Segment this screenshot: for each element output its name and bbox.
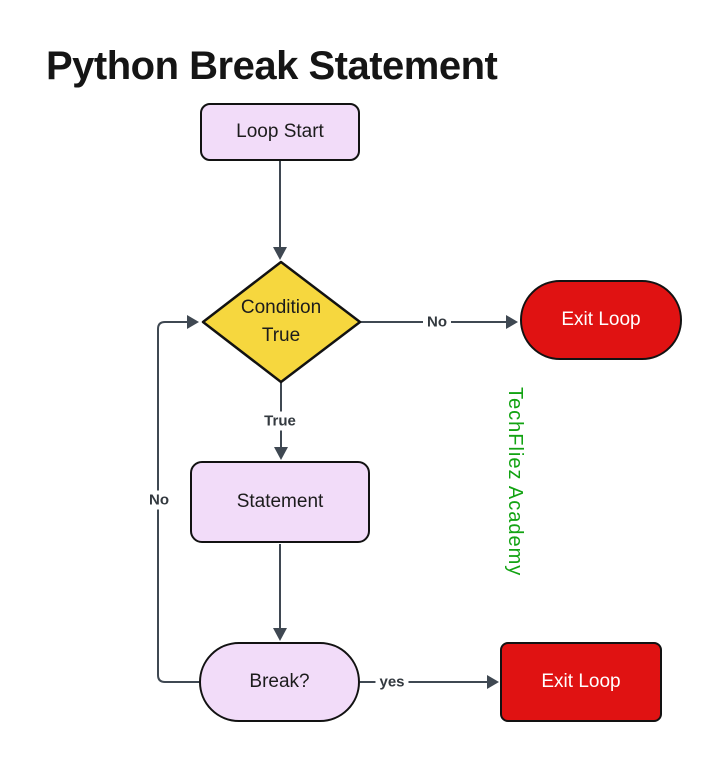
node-exit-loop-bottom-label: Exit Loop xyxy=(541,671,621,692)
node-statement: Statement xyxy=(190,461,370,543)
node-loop-start-label: Loop Start xyxy=(236,121,324,142)
arrowhead-into-exit-top xyxy=(506,315,518,329)
edge-label-true: True xyxy=(260,411,300,431)
edge-label-no-loopback: No xyxy=(145,490,173,510)
arrowhead-into-condition-left xyxy=(187,315,199,329)
watermark-text: TechFliez Academy xyxy=(504,387,526,577)
arrowhead-into-statement xyxy=(274,447,288,460)
condition-diamond-shape xyxy=(201,260,362,384)
arrowhead-into-break xyxy=(273,628,287,641)
edge-label-no-top: No xyxy=(423,312,451,332)
node-break-check: Break? xyxy=(199,642,360,722)
page-title: Python Break Statement xyxy=(46,44,498,88)
arrowhead-into-condition-top xyxy=(273,247,287,260)
node-exit-loop-top: Exit Loop xyxy=(520,280,682,360)
node-statement-label: Statement xyxy=(236,491,324,512)
node-loop-start: Loop Start xyxy=(200,103,360,161)
node-exit-loop-bottom: Exit Loop xyxy=(500,642,662,722)
node-break-check-label: Break? xyxy=(249,671,310,692)
node-exit-loop-top-label: Exit Loop xyxy=(561,309,641,330)
arrowhead-into-exit-bottom xyxy=(487,675,499,689)
edge-label-yes: yes xyxy=(375,672,409,692)
